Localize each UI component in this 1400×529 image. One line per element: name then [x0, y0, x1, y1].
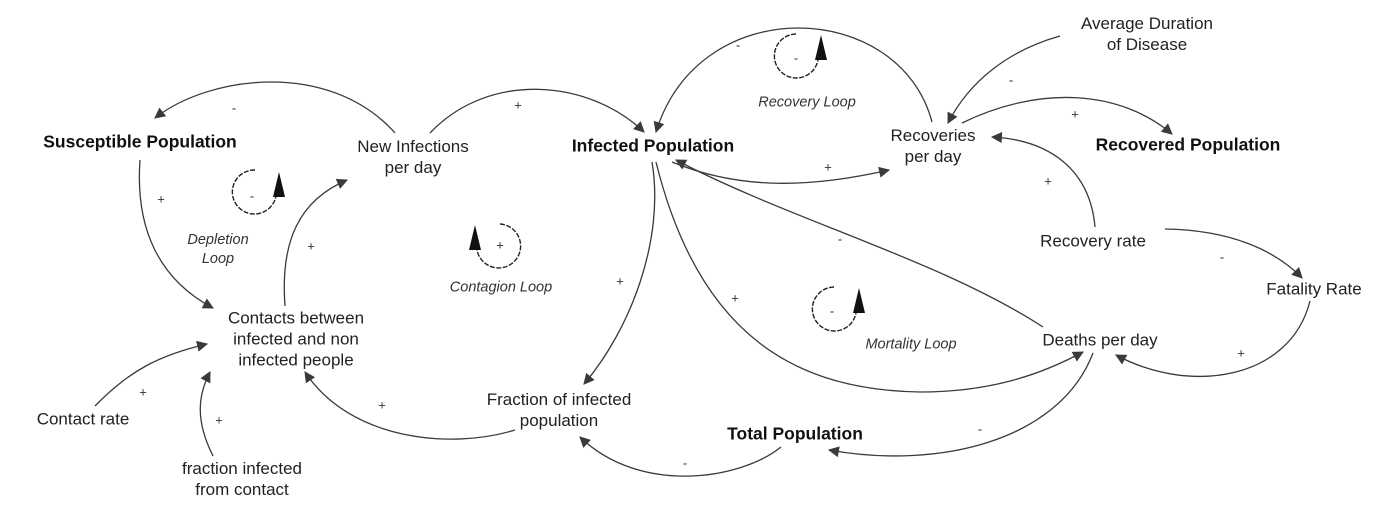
node-label-line: New Infections — [357, 137, 469, 156]
polarity-recoveryrate-fatality: - — [1219, 249, 1225, 265]
link-susceptible-to-contacts — [138, 159, 214, 309]
mortality-loop-sign: - — [829, 303, 835, 319]
polarity-fractioncontact-contacts: + — [215, 412, 223, 428]
contagion-loop-label: Contagion Loop — [449, 279, 553, 296]
link-newinf-to-infected — [429, 88, 645, 134]
link-recoveryrate-to-recoveries — [990, 132, 1096, 228]
link-deaths-to-total — [827, 352, 1094, 458]
link-total-to-fraction — [579, 436, 782, 477]
loop-label-line: Loop — [201, 251, 235, 267]
node-fraction-infected-from-contact: fraction infected from contact — [182, 458, 302, 500]
polarity-fatality-deaths: + — [1237, 345, 1245, 361]
node-label-line: Average Duration — [1081, 14, 1213, 33]
polarity-recoveryrate-recoveries: + — [1044, 173, 1052, 189]
mortality-loop-label: Mortality Loop — [865, 336, 957, 353]
link-newinf-to-susceptible — [154, 81, 396, 134]
polarity-total-fraction: - — [682, 455, 688, 471]
node-label-line: fraction infected — [181, 459, 303, 478]
mortality-loop-icon — [811, 286, 865, 332]
contagion-loop-sign: + — [496, 237, 504, 253]
node-recoveries-per-day: Recoveries per day — [890, 125, 975, 167]
node-deaths-per-day: Deaths per day — [1042, 330, 1158, 350]
node-label-line: from contact — [195, 480, 289, 499]
depletion-loop-sign: - — [249, 188, 255, 204]
contagion-loop-icon — [469, 223, 522, 269]
polarity-newinf-infected: + — [514, 97, 522, 113]
node-recovery-rate: Recovery rate — [1040, 231, 1146, 251]
polarity-infected-fraction: + — [616, 273, 624, 289]
polarity-avgduration-recoveries: - — [1008, 72, 1014, 88]
node-total-population: Total Population — [727, 423, 863, 444]
node-label-line: Recoveries — [890, 126, 976, 145]
depletion-loop-label: Depletion Loop — [187, 231, 248, 269]
polarity-contactrate-contacts: + — [139, 384, 147, 400]
polarity-susceptible-contacts: + — [157, 191, 165, 207]
node-new-infections-per-day: New Infections per day — [357, 136, 469, 178]
recovery-loop-icon — [773, 33, 827, 79]
link-fractioncontact-to-contacts — [199, 371, 214, 457]
node-label-line: infected and non — [233, 329, 359, 349]
loop-label-line: Depletion — [187, 232, 249, 248]
node-susceptible-population: Susceptible Population — [43, 131, 237, 152]
node-infected-population: Infected Population — [571, 135, 735, 156]
polarity-infected-recoveries: + — [824, 159, 832, 175]
link-recoveryrate-to-fatality — [1164, 228, 1303, 279]
polarity-fraction-contacts: + — [378, 397, 386, 413]
recovery-loop-sign: - — [793, 50, 799, 66]
polarity-infected-deaths: + — [731, 290, 739, 306]
node-fatality-rate: Fatality Rate — [1266, 279, 1362, 299]
link-contacts-to-newinf — [283, 178, 349, 307]
node-contacts-between-infected: Contacts between infected and non infect… — [228, 308, 364, 371]
node-label-line: of Disease — [1106, 35, 1188, 54]
node-fraction-of-infected-population: Fraction of infected population — [487, 389, 632, 431]
node-recovered-population: Recovered Population — [1095, 134, 1281, 155]
link-infected-to-fraction — [583, 161, 656, 385]
node-contact-rate: Contact rate — [36, 409, 130, 429]
link-recoveries-to-recovered — [961, 96, 1173, 135]
node-label-line: infected people — [238, 350, 354, 370]
link-contactrate-to-contacts — [94, 340, 209, 407]
node-label-line: per day — [384, 158, 442, 177]
link-recoveries-to-infected — [653, 27, 933, 134]
node-label-line: per day — [904, 147, 962, 166]
node-average-duration-of-disease: Average Duration of Disease — [1081, 13, 1213, 55]
polarity-recoveries-recovered: + — [1071, 106, 1079, 122]
link-deaths-to-infected — [675, 159, 1044, 328]
polarity-deaths-infected: - — [837, 231, 843, 247]
polarity-newinf-susceptible: - — [231, 100, 237, 116]
node-label-line: Contacts between — [227, 308, 365, 328]
node-label-line: population — [519, 411, 599, 430]
depletion-loop-icon — [231, 169, 285, 215]
polarity-deaths-total: - — [977, 421, 983, 437]
polarity-contacts-newinf: + — [307, 238, 315, 254]
polarity-recoveries-infected: - — [735, 37, 741, 53]
node-label-line: Fraction of infected — [486, 390, 632, 409]
recovery-loop-label: Recovery Loop — [758, 94, 856, 111]
link-infected-to-deaths — [655, 161, 1084, 393]
link-fatality-to-deaths — [1115, 300, 1311, 378]
link-fraction-to-contacts — [304, 371, 516, 440]
link-avgduration-to-recoveries — [947, 35, 1061, 124]
link-infected-to-recoveries — [671, 161, 891, 184]
